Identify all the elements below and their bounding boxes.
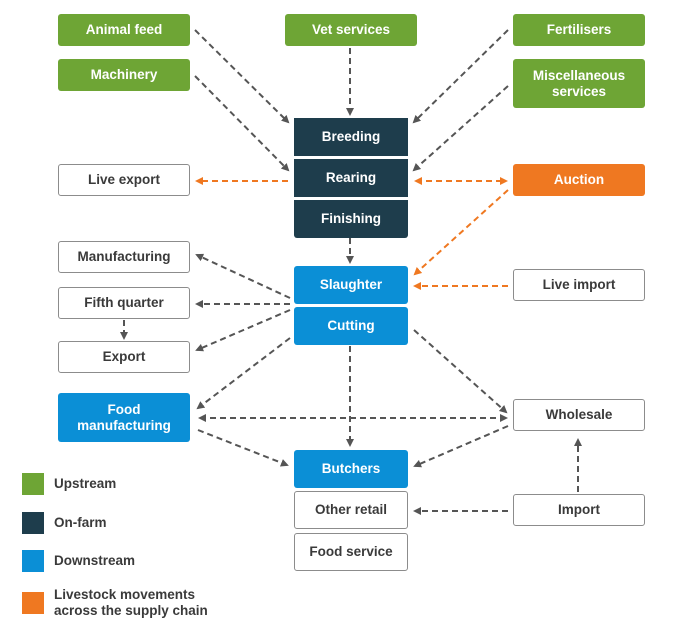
legend-swatch-livestock-movements [22, 592, 44, 614]
node-export: Export [58, 341, 190, 373]
arrow-fertilisers-to-breeding [412, 29, 509, 124]
node-import: Import [513, 494, 645, 526]
node-finishing: Finishing [294, 200, 408, 238]
legend-item-livestock-movements: Livestock movements across the supply ch… [22, 587, 208, 619]
arrow-slaughter-to-export [195, 309, 291, 352]
arrow-animal-feed-to-breeding [194, 29, 290, 124]
arrow-cutting-to-wholesale [413, 329, 508, 414]
arrow-food-manufacturing-to-butchers [197, 429, 289, 467]
legend-swatch-downstream [22, 550, 44, 572]
legend-swatch-on-farm [22, 512, 44, 534]
arrow-cutting-to-food-manufacturing [196, 337, 291, 410]
node-live-import: Live import [513, 269, 645, 301]
legend-label-upstream: Upstream [54, 476, 117, 491]
arrow-slaughter-to-manufacturing [195, 253, 291, 299]
legend-label-on-farm: On-farm [54, 515, 107, 530]
node-vet-services: Vet services [285, 14, 417, 46]
arrow-misc-to-rearing [412, 85, 509, 172]
node-rearing: Rearing [294, 159, 408, 197]
legend-item-downstream: Downstream [22, 550, 135, 572]
arrow-wholesale-to-butchers [413, 425, 509, 468]
node-butchers: Butchers [294, 450, 408, 488]
node-manufacturing: Manufacturing [58, 241, 190, 273]
node-cutting: Cutting [294, 307, 408, 345]
legend-item-on-farm: On-farm [22, 512, 107, 534]
node-auction: Auction [513, 164, 645, 196]
arrow-auction-to-slaughter [413, 189, 509, 276]
legend-label-livestock-movements: Livestock movements across the supply ch… [54, 587, 208, 618]
legend-label-downstream: Downstream [54, 553, 136, 568]
arrow-machinery-to-rearing [194, 75, 290, 172]
node-wholesale: Wholesale [513, 399, 645, 431]
node-food-manufacturing: Food manufacturing [58, 393, 190, 442]
node-machinery: Machinery [58, 59, 190, 91]
legend-item-upstream: Upstream [22, 473, 116, 495]
node-slaughter: Slaughter [294, 266, 408, 304]
node-miscellaneous-services: Miscellaneous services [513, 59, 645, 108]
legend-swatch-upstream [22, 473, 44, 495]
node-fifth-quarter: Fifth quarter [58, 287, 190, 319]
node-other-retail: Other retail [294, 491, 408, 529]
node-fertilisers: Fertilisers [513, 14, 645, 46]
node-food-service: Food service [294, 533, 408, 571]
node-breeding: Breeding [294, 118, 408, 156]
node-animal-feed: Animal feed [58, 14, 190, 46]
node-live-export: Live export [58, 164, 190, 196]
